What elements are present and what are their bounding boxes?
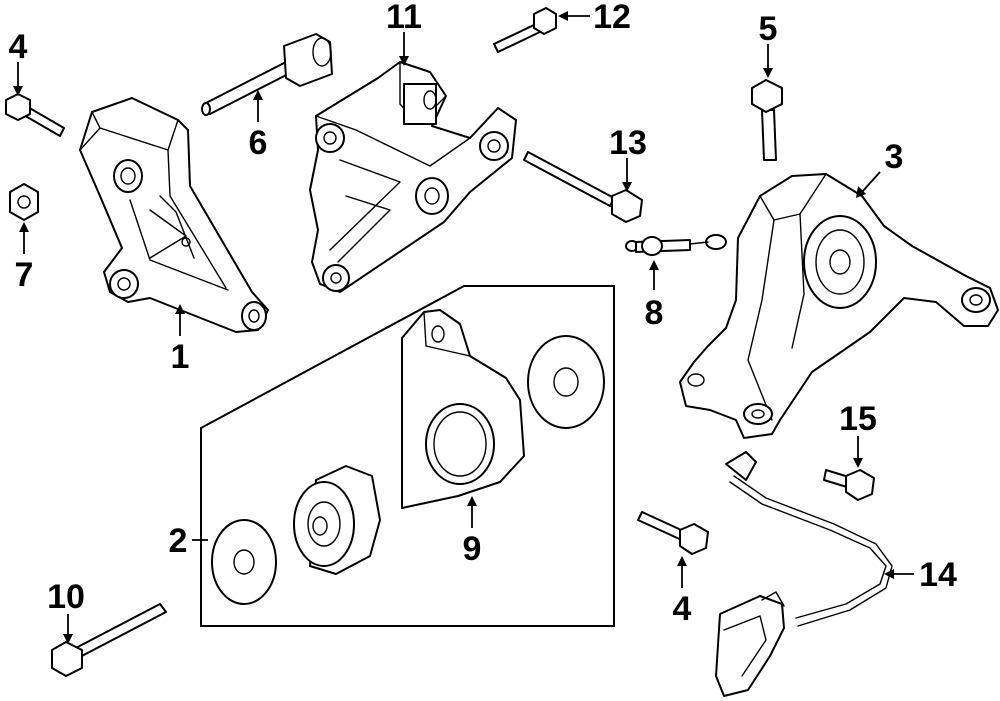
stud-6 (201, 33, 333, 116)
leader-lines (13, 11, 914, 644)
part-1-bracket (79, 97, 269, 333)
callout-11: 11 (386, 0, 422, 36)
callout-1: 1 (171, 338, 190, 376)
callout-15: 15 (839, 400, 877, 438)
bolt-10 (51, 603, 167, 677)
part-9-housing (401, 309, 525, 509)
callout-2: 2 (169, 522, 188, 560)
callout-9: 9 (463, 530, 482, 568)
callout-6: 6 (249, 124, 268, 162)
bolt-12 (493, 7, 557, 53)
callout-4-upper: 4 (9, 28, 28, 66)
washer-left (211, 519, 277, 605)
washer-right (527, 335, 605, 429)
bushing (293, 465, 381, 575)
part-11-bracket (309, 61, 517, 293)
callout-4-lower: 4 (673, 590, 692, 628)
callout-3: 3 (885, 138, 904, 176)
callout-14: 14 (919, 556, 957, 594)
link-8 (625, 234, 727, 256)
callout-labels: 1 2 3 4 4 5 6 7 8 9 10 11 12 13 14 15 (9, 0, 957, 628)
bolt-13 (523, 151, 643, 223)
part-14-sensor (715, 451, 893, 697)
callout-8: 8 (645, 294, 664, 332)
callout-13: 13 (609, 124, 647, 162)
bolt-4-upper (5, 93, 65, 137)
kit-2-box (200, 285, 615, 627)
bolt-5 (751, 79, 783, 161)
callout-5: 5 (759, 10, 778, 48)
bolt-4-lower (637, 511, 709, 555)
bolt-15 (823, 469, 875, 501)
part-3-mount (679, 173, 999, 439)
callout-10: 10 (47, 578, 85, 616)
nut-7 (9, 183, 39, 221)
callout-7: 7 (15, 256, 34, 294)
callout-12: 12 (593, 0, 631, 36)
